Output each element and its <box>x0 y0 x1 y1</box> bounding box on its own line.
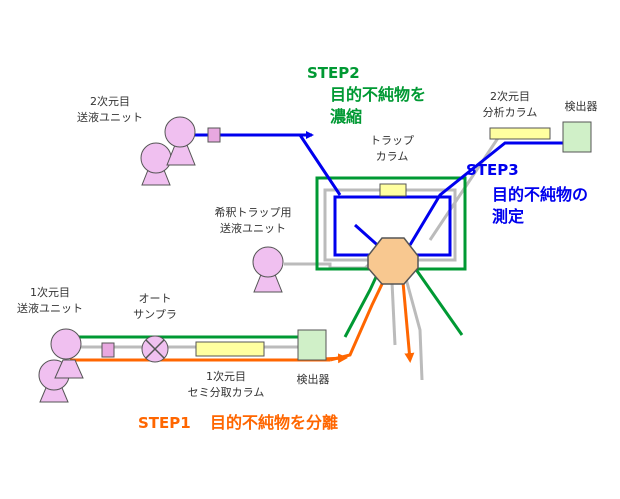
analytical-column-icon <box>489 127 551 140</box>
pump-icon <box>50 328 84 379</box>
step1-title: 目的不純物を分離 <box>210 413 338 432</box>
semi-column-label-line2: セミ分取カラム <box>188 386 265 399</box>
pump2-unit <box>140 116 221 186</box>
detector2-icon <box>562 121 592 153</box>
trap-column-icon <box>379 183 407 197</box>
semi-column-label-line1: 1次元目 <box>206 369 246 383</box>
autosampler-icon <box>141 335 169 363</box>
step2-title-line1: 目的不純物を <box>330 85 426 104</box>
step3-title-line2: 測定 <box>492 207 524 226</box>
switching-valve-icon <box>367 237 419 285</box>
step3-label: STEP3 <box>466 161 519 179</box>
mixer-icon <box>207 127 221 143</box>
pump2-label-line2: 送液ユニット <box>77 110 143 124</box>
detector2-label: 検出器 <box>565 99 598 113</box>
pump-icon <box>164 116 196 166</box>
autosampler-label-line2: サンプラ <box>133 308 177 321</box>
autosampler-label-line1: オート <box>139 292 172 305</box>
step1-outlet-arrow <box>401 281 415 363</box>
pump1-label-line1: 1次元目 <box>30 285 70 299</box>
step1-label: STEP1 <box>138 414 191 432</box>
analytical-label-line2: 分析カラム <box>483 105 538 119</box>
trap-label-line2: カラム <box>376 150 409 163</box>
dilution-label-line1: 希釈トラップ用 <box>215 205 292 219</box>
step2-title-line2: 濃縮 <box>330 107 362 126</box>
step3-title-line1: 目的不純物の <box>492 185 588 204</box>
semi-column-icon <box>195 341 265 357</box>
detector1-label: 検出器 <box>297 372 330 386</box>
detector1-icon <box>297 329 327 361</box>
dilution-pump-icon <box>252 246 284 293</box>
mixer-icon <box>101 342 115 358</box>
pump1-unit <box>38 328 115 403</box>
pump1-label-line2: 送液ユニット <box>17 301 83 315</box>
trap-label-line1: トラップ <box>370 134 414 147</box>
pump2-label-line1: 2次元目 <box>90 94 130 108</box>
pump-icon <box>140 142 172 186</box>
step2-label: STEP2 <box>307 64 360 82</box>
dilution-label-line2: 送液ユニット <box>220 221 286 235</box>
analytical-label-line1: 2次元目 <box>490 89 530 103</box>
